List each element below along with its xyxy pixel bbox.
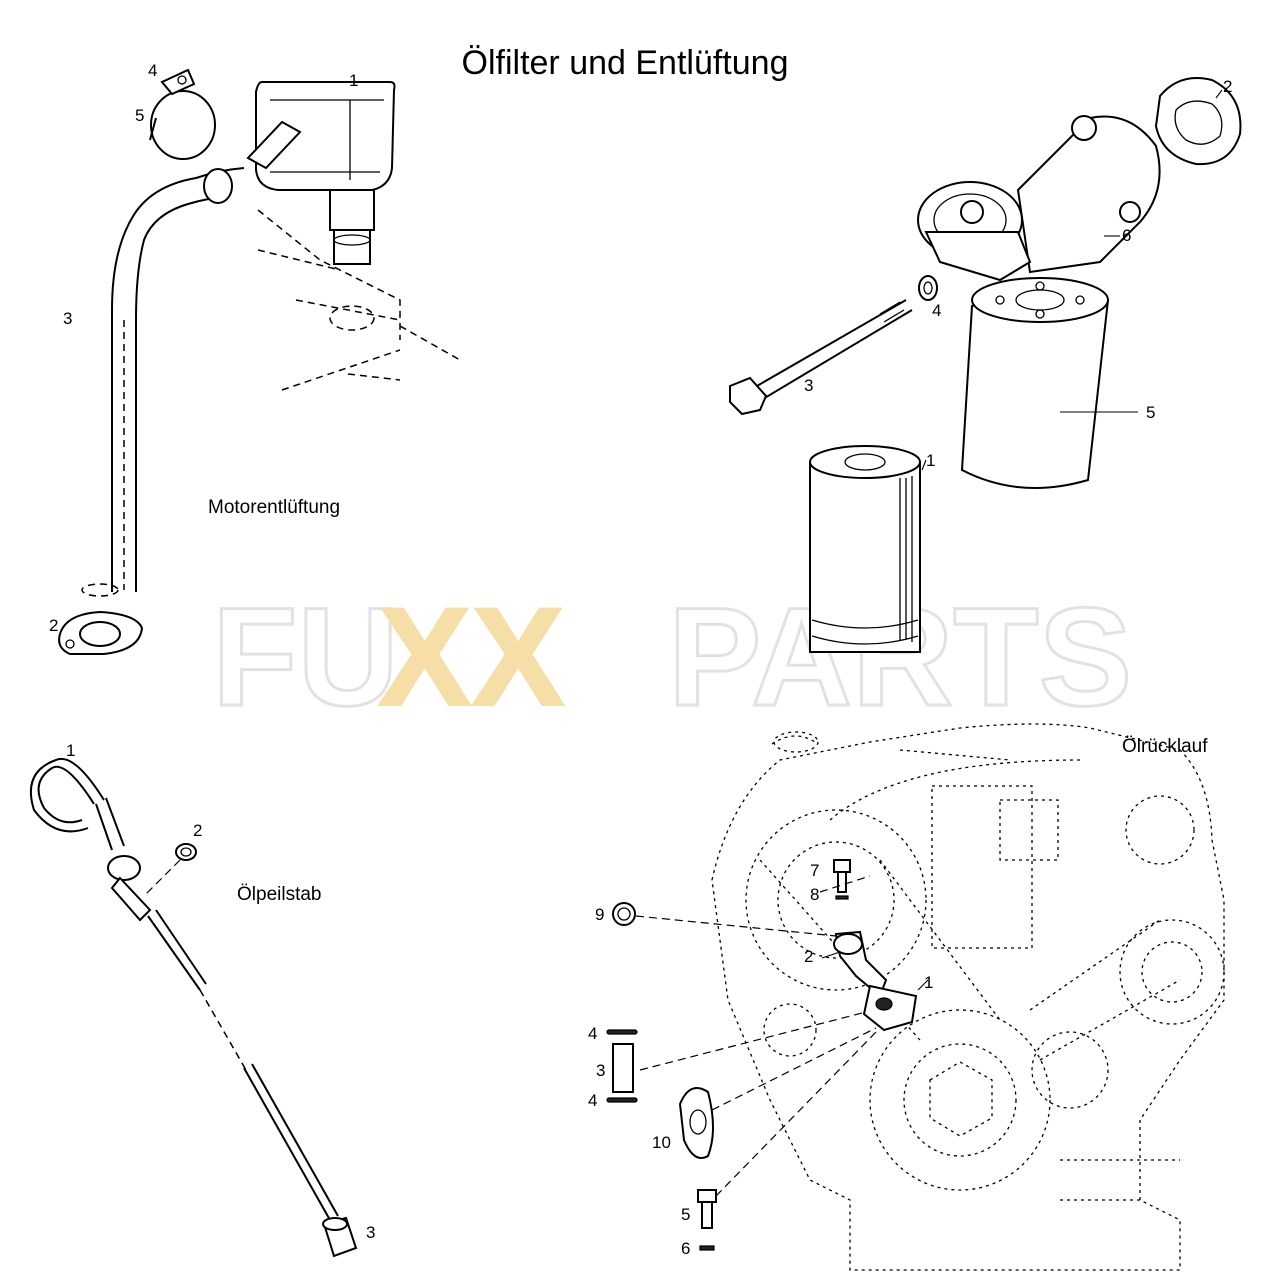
motorentlueftung-callouts: 1 2 3 4 5: [49, 61, 358, 635]
callout-oelpeilstab-1: 1: [66, 741, 75, 760]
watermark-left: FU: [212, 578, 399, 735]
motorentlueftung-illustration: [58, 68, 461, 655]
callout-oelruecklauf-4a: 4: [588, 1024, 597, 1043]
section-label-oelpeilstab: Ölpeilstab: [237, 884, 322, 905]
callout-motorentlueftung-1: 1: [349, 71, 358, 90]
callout-oelruecklauf-7: 7: [810, 861, 819, 880]
callout-oelruecklauf-8: 8: [810, 885, 819, 904]
callout-motorentlueftung-3: 3: [63, 309, 72, 328]
oelpeilstab-callouts: 1 2 3: [66, 741, 375, 1242]
callout-oelfilter-6: 6: [1122, 226, 1131, 245]
callout-oelruecklauf-6: 6: [681, 1239, 690, 1258]
oelfilter-illustration: [729, 77, 1242, 653]
callout-oelfilter-2: 2: [1223, 77, 1232, 96]
oelpeilstab-illustration: [29, 757, 358, 1258]
section-label-oelruecklauf: Ölrücklauf: [1122, 736, 1208, 757]
oelruecklauf-illustration: [606, 723, 1225, 1271]
section-label-motorentlueftung: Motorentlüftung: [208, 497, 340, 518]
callout-oelruecklauf-1: 1: [924, 973, 933, 992]
callout-oelfilter-5: 5: [1146, 403, 1155, 422]
callout-oelruecklauf-3: 3: [596, 1061, 605, 1080]
callout-oelpeilstab-3: 3: [366, 1223, 375, 1242]
oelruecklauf-callouts: 1 2 3 4 4 5 6 7 8 9 10: [588, 861, 933, 1258]
oelfilter-callouts: 1 2 3 4 5 6: [804, 77, 1232, 470]
callout-oelfilter-3: 3: [804, 376, 813, 395]
callout-oelpeilstab-2: 2: [193, 821, 202, 840]
callout-oelruecklauf-9: 9: [595, 905, 604, 924]
callout-oelruecklauf-4b: 4: [588, 1091, 597, 1110]
callout-oelfilter-1: 1: [926, 451, 935, 470]
callout-oelruecklauf-2: 2: [804, 947, 813, 966]
callout-oelfilter-4: 4: [932, 301, 941, 320]
callout-motorentlueftung-4: 4: [148, 61, 157, 80]
callout-motorentlueftung-2: 2: [49, 616, 58, 635]
watermark-middle: XX: [378, 578, 565, 735]
page-title: Ölfilter und Entlüftung: [462, 44, 789, 82]
callout-oelruecklauf-10: 10: [652, 1133, 671, 1152]
callout-motorentlueftung-5: 5: [135, 106, 144, 125]
callout-oelruecklauf-5: 5: [681, 1205, 690, 1224]
watermark: FU XX PARTS: [211, 577, 1134, 737]
